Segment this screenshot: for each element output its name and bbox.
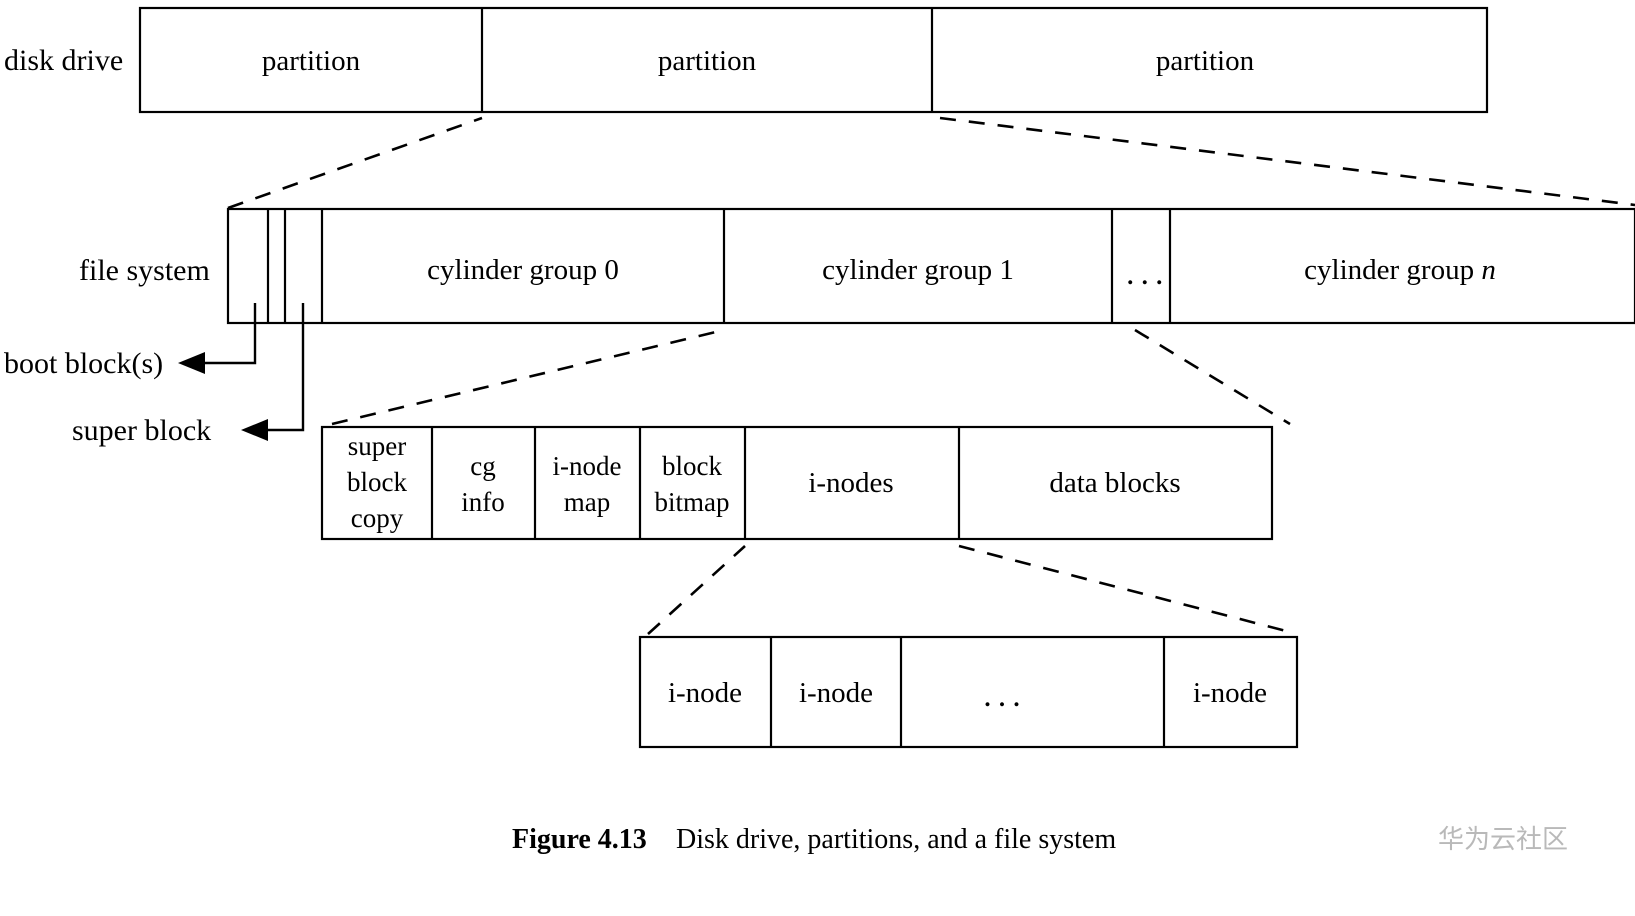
- partition-cell-1: partition: [658, 45, 757, 77]
- inode-map-line-1: map: [564, 487, 611, 517]
- cylinder-group-1-label: cylinder group 1: [822, 254, 1014, 286]
- expansion-lines-inode-list: [647, 544, 1291, 635]
- cylinder-group-ellipsis: ...: [1126, 255, 1170, 292]
- file-system-bar: [226, 207, 1635, 325]
- callout-leaders: boot block(s) super block: [4, 303, 305, 447]
- super-block-copy-line-0: super: [348, 431, 406, 461]
- caption-figure-title: Disk drive, partitions, and a file syste…: [676, 824, 1116, 855]
- watermark-label: 华为云社区: [1438, 825, 1568, 855]
- partition-cell-0: partition: [262, 45, 361, 77]
- dash-cg-left: [331, 328, 725, 426]
- partition-cell-2: partition: [1156, 45, 1255, 77]
- dash-fs-right: [939, 116, 1635, 207]
- file-system-row: file system cylinder group 0 cylinder gr…: [79, 207, 1635, 325]
- dash-fs-left: [227, 116, 483, 210]
- disk-drive-row: disk drive partition partition partition: [4, 6, 1489, 114]
- caption-figure-number: Figure 4.13: [512, 824, 647, 855]
- dash-inode-left: [647, 545, 746, 635]
- disk-drive-bar: [138, 6, 1489, 114]
- inodes-label: i-nodes: [808, 467, 893, 499]
- inode-list-row: i-node i-node ... i-node: [638, 635, 1299, 749]
- cg-info-line-1: info: [461, 487, 505, 517]
- super-block-copy-line-2: copy: [351, 503, 404, 533]
- boot-block-callout-label: boot block(s): [4, 347, 163, 380]
- cylinder-group-0-label: cylinder group 0: [427, 254, 619, 286]
- cg-info-line-0: cg: [470, 451, 495, 481]
- data-blocks-label: data blocks: [1049, 467, 1180, 499]
- super-block-callout-label: super block: [72, 414, 211, 447]
- boot-block-arrowhead: [178, 352, 205, 374]
- cylinder-group-detail-bar: [320, 425, 1274, 541]
- super-block-leader: [268, 303, 305, 432]
- cylinder-group-detail-row: super block copy cg info i-node map bloc…: [320, 425, 1274, 541]
- file-system-side-label: file system: [79, 254, 210, 287]
- figure-caption: Figure 4.13 Disk drive, partitions, and …: [512, 824, 1116, 855]
- inode-cell-3: i-node: [1193, 677, 1267, 709]
- expansion-lines-filesystem: [227, 116, 1635, 210]
- boot-block-leader: [205, 303, 257, 365]
- inode-cell-1: i-node: [799, 677, 873, 709]
- super-block-copy-line-1: block: [347, 467, 407, 497]
- super-block-arrowhead: [241, 419, 268, 441]
- cylinder-group-n-label: cylinder group n: [1304, 254, 1496, 286]
- block-bitmap-line-1: bitmap: [655, 487, 730, 517]
- inode-list-bar: [638, 635, 1299, 749]
- expansion-lines-cylinder-group: [331, 328, 1291, 426]
- disk-drive-side-label: disk drive: [4, 44, 123, 77]
- inode-map-line-0: i-node: [553, 451, 622, 481]
- inode-cell-0: i-node: [668, 677, 742, 709]
- dash-cg-right: [1134, 328, 1291, 426]
- dash-inode-right: [958, 544, 1291, 634]
- block-bitmap-line-0: block: [662, 451, 722, 481]
- inode-list-ellipsis: ...: [983, 677, 1027, 714]
